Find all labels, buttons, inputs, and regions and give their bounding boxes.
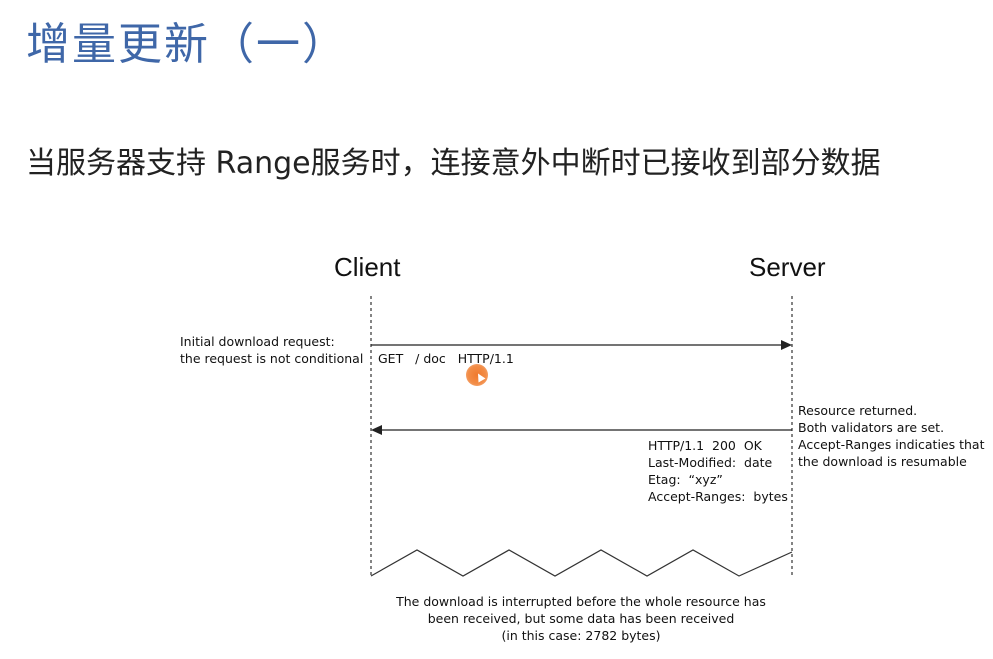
server-note-line: Accept-Ranges indicaties that — [798, 437, 985, 452]
server-note-line: the download is resumable — [798, 454, 967, 469]
slide-title: 增量更新（一） — [26, 19, 348, 70]
response-line: HTTP/1.1 200 OK — [648, 438, 762, 453]
response-line: Last-Modified: date — [648, 455, 773, 470]
interrupt-note-line: been received, but some data has been re… — [427, 611, 735, 626]
interrupt-note-line: The download is interrupted before the w… — [396, 594, 766, 609]
response-arrow-head — [371, 425, 382, 435]
interrupt-note-line: (in this case: 2782 bytes) — [501, 628, 661, 643]
server-note: Resource returned. Both validators are s… — [798, 402, 985, 470]
response-line: Etag: “xyz” — [648, 472, 723, 487]
mouse-pointer-highlight — [466, 364, 488, 386]
interrupt-note: The download is interrupted before the w… — [380, 593, 782, 644]
server-label: Server — [749, 252, 826, 282]
server-note-line: Both validators are set. — [798, 420, 945, 435]
response-headers: HTTP/1.1 200 OK Last-Modified: date Etag… — [648, 437, 788, 505]
response-line: Accept-Ranges: bytes — [648, 489, 788, 504]
slide-subtitle: 当服务器支持 Range服务时，连接意外中断时已接收到部分数据 — [26, 146, 881, 181]
request-note-line: Initial download request: — [180, 334, 335, 349]
request-message: GET / doc HTTP/1.1 — [378, 351, 514, 366]
interrupt-zigzag — [370, 549, 793, 577]
request-note: Initial download request: the request is… — [180, 333, 363, 367]
client-label: Client — [334, 252, 401, 282]
server-note-line: Resource returned. — [798, 403, 918, 418]
request-arrow-head — [781, 340, 792, 350]
request-note-line: the request is not conditional — [180, 351, 364, 366]
